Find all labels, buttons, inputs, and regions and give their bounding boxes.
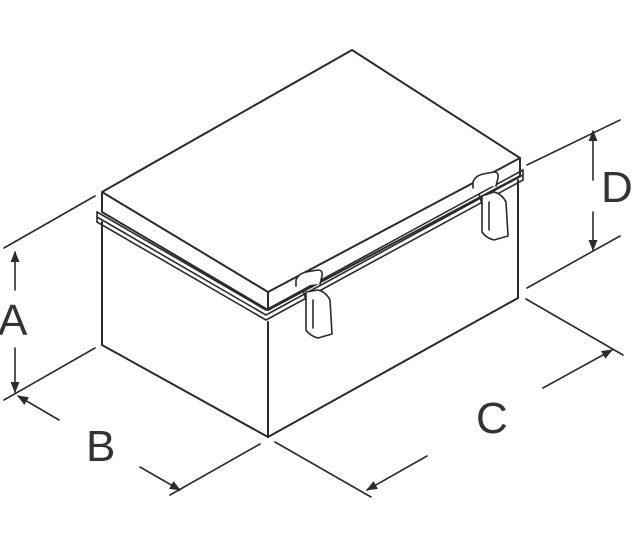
latch-left bbox=[295, 269, 333, 339]
lid-left-side bbox=[101, 191, 269, 311]
dimension-C bbox=[274, 298, 624, 498]
dimension-label-a: A bbox=[0, 296, 28, 345]
lid bbox=[101, 49, 521, 311]
body-bottom-right bbox=[267, 297, 519, 438]
latch-right bbox=[472, 171, 509, 241]
dimension-D bbox=[526, 119, 621, 289]
dimension-label-b: B bbox=[86, 422, 116, 471]
dimension-B bbox=[17, 395, 261, 496]
dimension-A bbox=[3, 195, 96, 401]
body-bottom-left bbox=[101, 344, 269, 438]
body bbox=[101, 179, 519, 438]
dimension-label-d: D bbox=[601, 163, 633, 212]
dimension-label-c: C bbox=[476, 394, 508, 443]
gasket bbox=[96, 169, 524, 321]
